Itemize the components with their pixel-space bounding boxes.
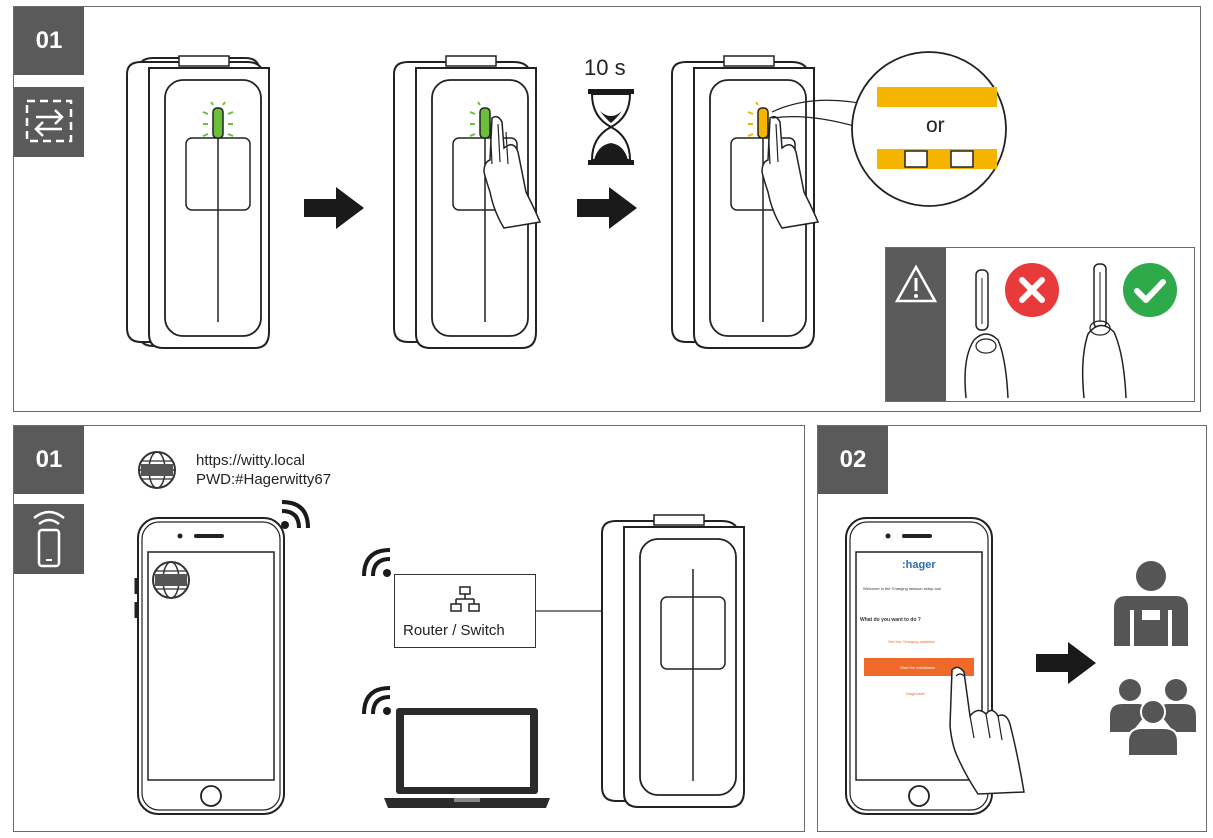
globe-www-icon: [152, 561, 190, 599]
laptop-illustration: [384, 708, 550, 808]
password-label: PWD:#Hagerwitty67: [196, 471, 332, 488]
url-label: https://witty.local: [196, 452, 305, 469]
led-steady-bar: [877, 87, 997, 107]
warning-sidebar: [886, 248, 946, 401]
wifi-phone-icon: [33, 510, 65, 568]
arrow-right-icon: [304, 187, 364, 229]
step-number-badge: 01: [14, 7, 84, 75]
wifi-signal-icon: [362, 548, 391, 577]
router-label: Router / Switch: [403, 622, 505, 639]
app-welcome-text: Welcome in the Charging session setup to…: [863, 586, 941, 591]
hourglass-icon: [588, 89, 634, 165]
charger-illustration: [126, 55, 270, 349]
installer-icon: [1114, 561, 1188, 646]
app-brand-logo: :hager: [902, 559, 936, 571]
charger-with-hand-illustration: [393, 55, 542, 349]
finger-touch-wrong-illustration: [964, 269, 1009, 399]
app-question-text: What do you want to do ?: [860, 617, 921, 623]
wifi-signal-icon: [281, 500, 310, 529]
mode-badge: [14, 87, 84, 157]
app-option-diagnostic: Diagnostic: [906, 691, 925, 696]
timer-label: 10 s: [584, 55, 626, 80]
arrow-right-icon: [1036, 642, 1096, 684]
charger-orange-led-illustration: [671, 55, 875, 349]
hand-tap-illustration: [949, 666, 1025, 795]
globe-www-icon: [138, 451, 176, 489]
panel-bottom-right: 02 :hager Welcome in the Charging sessio…: [817, 425, 1207, 832]
panel-top: 01: [13, 6, 1201, 412]
ok-check-icon: [1123, 263, 1177, 317]
start-installation-button-shape: [864, 658, 974, 676]
step-number-badge: 01: [14, 426, 84, 494]
app-option-statistics: Get the Charging statistics: [888, 639, 935, 644]
panel-bottom-left: 01 https://witty.local PWD:#Hagerwitty67: [13, 425, 805, 832]
led-blink-zoom-circle: [851, 51, 1007, 207]
warning-triangle-icon: [894, 264, 938, 303]
status-led: [212, 107, 224, 139]
wifi-signal-icon: [362, 686, 391, 715]
users-group-icon: [1110, 679, 1196, 757]
connection-line: [535, 610, 605, 612]
step-number-badge: 02: [818, 426, 888, 494]
or-label: or: [926, 114, 945, 137]
led-blinking-bar: [877, 149, 997, 169]
app-option-start-installation[interactable]: Start the installation: [900, 665, 936, 670]
finger-touch-correct-illustration: [1081, 263, 1127, 399]
error-x-icon: [1005, 263, 1059, 317]
warning-box: [885, 247, 1195, 402]
charger-illustration: [601, 514, 745, 808]
mode-badge: [14, 504, 84, 574]
arrow-right-icon: [577, 187, 637, 229]
network-topology-icon: [450, 586, 480, 612]
exchange-arrows-icon: [25, 99, 73, 143]
